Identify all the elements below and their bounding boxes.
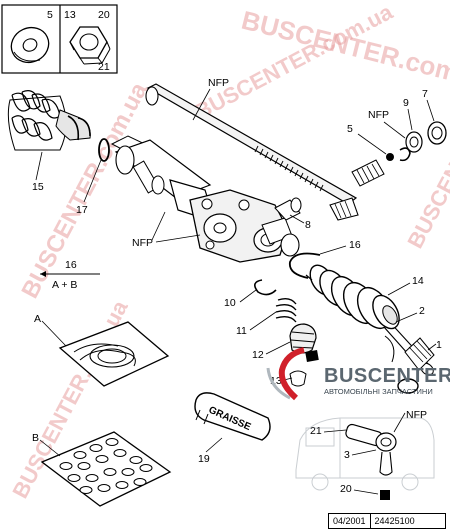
label-17: 17 [76,204,88,216]
legend-top: 16 [65,259,77,271]
kit-a [58,321,170,387]
grease-tube: GRAISSE [194,392,271,441]
tie-rod-end [345,423,397,500]
label-12: 12 [252,349,264,361]
clip-ring-right [384,335,419,394]
label-5: 5 [347,123,353,135]
plunger-parts [254,279,319,387]
label-10: 10 [224,297,236,309]
footer-date: 04/2001 [333,516,366,526]
label-13: 13 [270,375,282,387]
label-nfp-top: NFP [208,77,229,89]
clip-ring-17 [98,138,110,162]
label-11: 11 [236,325,247,337]
inset-label-13: 13 [64,9,76,21]
inset-box: 5 13 20 21 [1,4,118,74]
inset-label-5: 5 [47,9,53,21]
label-19: 19 [198,453,210,465]
label-2: 2 [419,305,425,317]
van-illustration [295,417,435,491]
label-7: 7 [422,88,428,100]
label-nfp-bottom: NFP [406,409,427,421]
kit-b-label: B [32,432,39,444]
label-20: 20 [340,483,352,495]
legend-16-ab: 16 A + B [40,259,100,291]
label-8: 8 [305,219,311,231]
brand-logo: BUSCENTER АВТОМОБІЛЬНІ ЗАПЧАСТИНИ [296,365,450,399]
bearing-parts [351,121,447,187]
kit-a-label: A [34,313,41,325]
brand-tagline: АВТОМОБІЛЬНІ ЗАПЧАСТИНИ [324,387,433,396]
label-15: 15 [32,181,44,193]
gaiter-left [7,90,91,151]
pinion-housing [189,189,300,263]
label-3: 3 [344,449,350,461]
inset-label-20: 20 [98,9,110,21]
footer-reference: 04/2001 24425100 [328,513,446,529]
label-1: 1 [436,339,442,351]
legend-bottom: A + B [52,279,77,291]
circlip-16 [288,252,321,281]
brand-name: BUSCENTER [324,365,450,387]
label-21: 21 [310,425,322,437]
label-16: 16 [349,239,361,251]
kit-b [40,431,172,507]
footer-ref: 24425100 [369,514,419,528]
brand-logo-mark [266,347,305,401]
label-9: 9 [403,97,409,109]
label-nfp-mid: NFP [132,237,153,249]
label-nfp-right: NFP [368,109,389,121]
pinion-shaft [274,197,302,221]
rack-bar [145,83,359,221]
label-14: 14 [412,275,424,287]
gaiter-right [309,264,400,330]
inset-label-21: 21 [98,61,110,73]
